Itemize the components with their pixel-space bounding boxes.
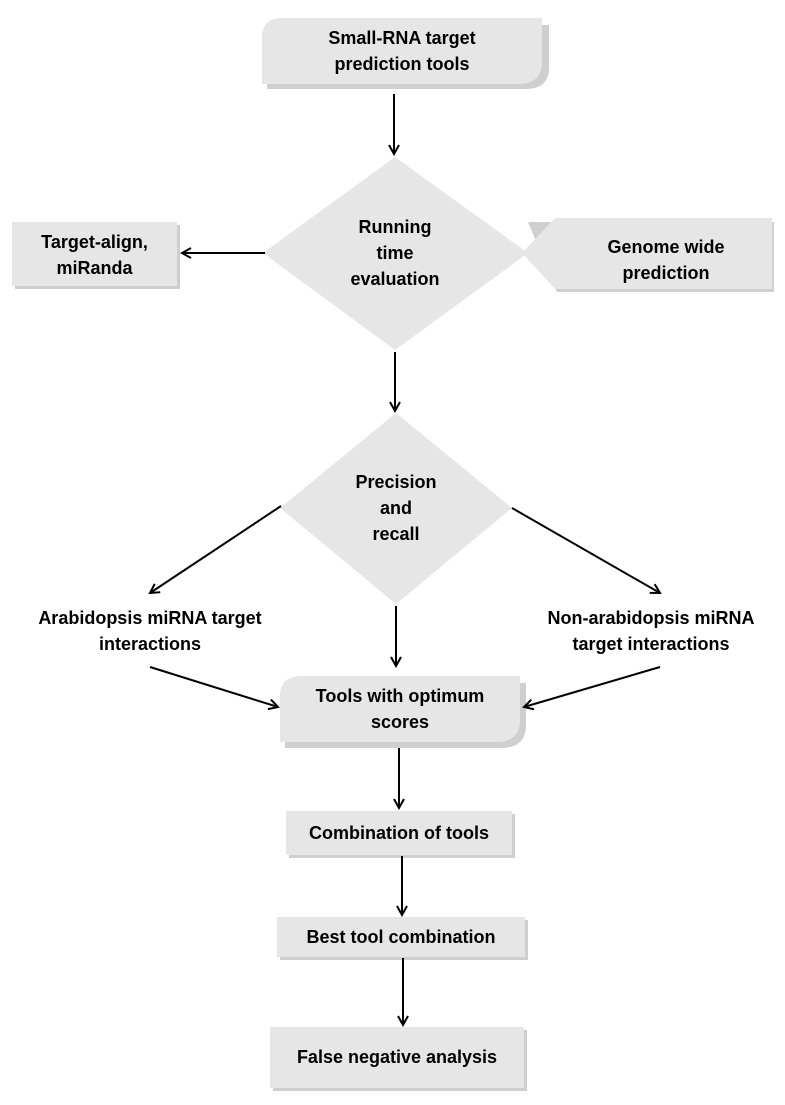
precision-recall-diamond: [280, 413, 512, 604]
non-arabidopsis-label: Non-arabidopsis miRNA target interaction…: [547, 608, 755, 654]
running-time-label: Running time evaluation: [350, 217, 440, 289]
running-time-diamond: [263, 157, 528, 350]
false-negative-box-shape: [270, 1027, 527, 1091]
edge-precision-to-arabidopsis: [150, 505, 282, 593]
genome-wide-label: Genome wide prediction: [607, 237, 725, 283]
best-box-shape: [277, 917, 528, 960]
start-node-label: Small-RNA target prediction tools: [328, 28, 476, 74]
precision-recall-label: Precision and recall: [355, 472, 437, 544]
edge-nonarabidopsis-to-optimum: [524, 666, 661, 707]
combination-label: Combination of tools: [309, 823, 489, 843]
edge-arabidopsis-to-optimum: [149, 666, 278, 707]
arabidopsis-label: Arabidopsis miRNA target interactions: [38, 608, 262, 654]
left-tools-label: Target-align, miRanda: [41, 232, 148, 278]
optimum-label: Tools with optimum scores: [315, 686, 485, 732]
start-node-shape: [262, 18, 549, 89]
false-negative-label: False negative analysis: [296, 1047, 498, 1067]
genome-wide-shape: [522, 218, 774, 292]
optimum-box-shape: [280, 676, 526, 748]
edge-precision-to-nonarabidopsis: [511, 507, 660, 593]
combination-box-shape: [286, 811, 515, 858]
left-tools-box: [12, 222, 180, 289]
best-label: Best tool combination: [306, 927, 496, 947]
